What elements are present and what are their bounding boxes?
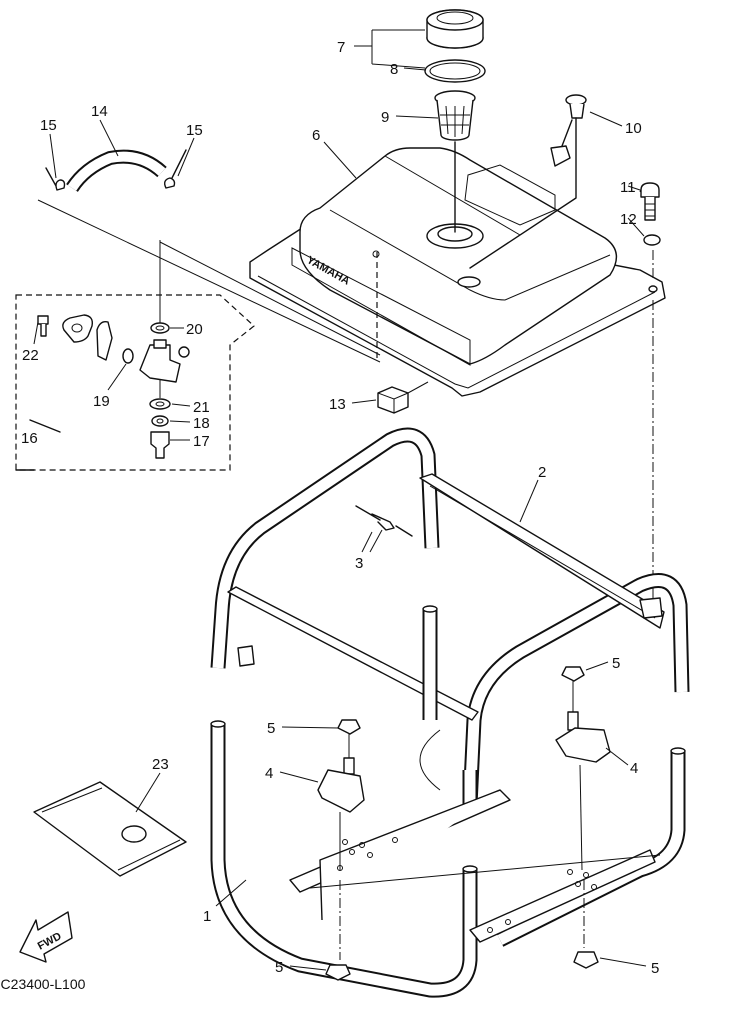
callout-17: 17: [193, 433, 210, 450]
fuel-strainer: [434, 90, 476, 233]
hose-clip: [163, 149, 187, 189]
fuel-cock-assembly: [15, 294, 255, 471]
fuel-hose: [66, 149, 167, 193]
callout-5-left-top: 5: [267, 720, 275, 737]
callout-16: 16: [21, 430, 38, 447]
callout-9: 9: [381, 109, 389, 126]
callout-22: 22: [22, 347, 39, 364]
nut: [325, 964, 351, 981]
callout-4-left: 4: [265, 765, 273, 782]
callout-15-right: 15: [186, 122, 203, 139]
callout-8: 8: [390, 61, 398, 78]
callout-11: 11: [620, 179, 636, 196]
engine-mount-left: [317, 719, 365, 870]
nut: [573, 951, 599, 969]
fuel-cap: [426, 9, 484, 49]
warning-label: [33, 781, 187, 877]
callout-14: 14: [91, 103, 108, 120]
upper-frame: [210, 427, 690, 806]
callout-10: 10: [625, 120, 642, 137]
fuel-tank: YAMAHA: [249, 147, 666, 397]
callout-21: 21: [193, 399, 210, 416]
rivet: [355, 505, 413, 537]
bolt: [640, 182, 660, 221]
assembly-lines: [37, 199, 381, 363]
callout-5-left-bottom: 5: [275, 959, 283, 976]
rail-holes: [337, 837, 597, 933]
callout-15-left: 15: [40, 117, 57, 134]
drawing-code: FC23400-L100: [0, 976, 86, 992]
fuel-gauge: [469, 94, 587, 269]
callout-19: 19: [93, 393, 110, 410]
callout-5-right-top: 5: [612, 655, 620, 672]
callout-7: 7: [337, 39, 345, 56]
leader-lines: [33, 29, 647, 971]
fwd-arrow-icon: FWD: [19, 911, 73, 963]
hose-clip: [45, 167, 66, 191]
callout-20: 20: [186, 321, 203, 338]
engine-mount-right: [555, 666, 611, 871]
lower-frame: [210, 605, 686, 998]
callout-18: 18: [193, 415, 210, 432]
callout-4-right: 4: [630, 760, 638, 777]
cap-gasket: [424, 59, 486, 83]
callout-1: 1: [203, 908, 211, 925]
callout-12: 12: [620, 211, 637, 228]
callout-6: 6: [312, 127, 320, 144]
callout-2: 2: [538, 464, 546, 481]
callout-23: 23: [152, 756, 169, 773]
callout-3: 3: [355, 555, 363, 572]
callout-13: 13: [329, 396, 346, 413]
callout-5-right-bottom: 5: [651, 960, 659, 977]
callouts: 1 2 3 4 4 5 5 5 5 6 7 8 9 10 11 12 13 14…: [21, 39, 659, 977]
washer: [643, 234, 661, 246]
damper: [377, 381, 429, 414]
